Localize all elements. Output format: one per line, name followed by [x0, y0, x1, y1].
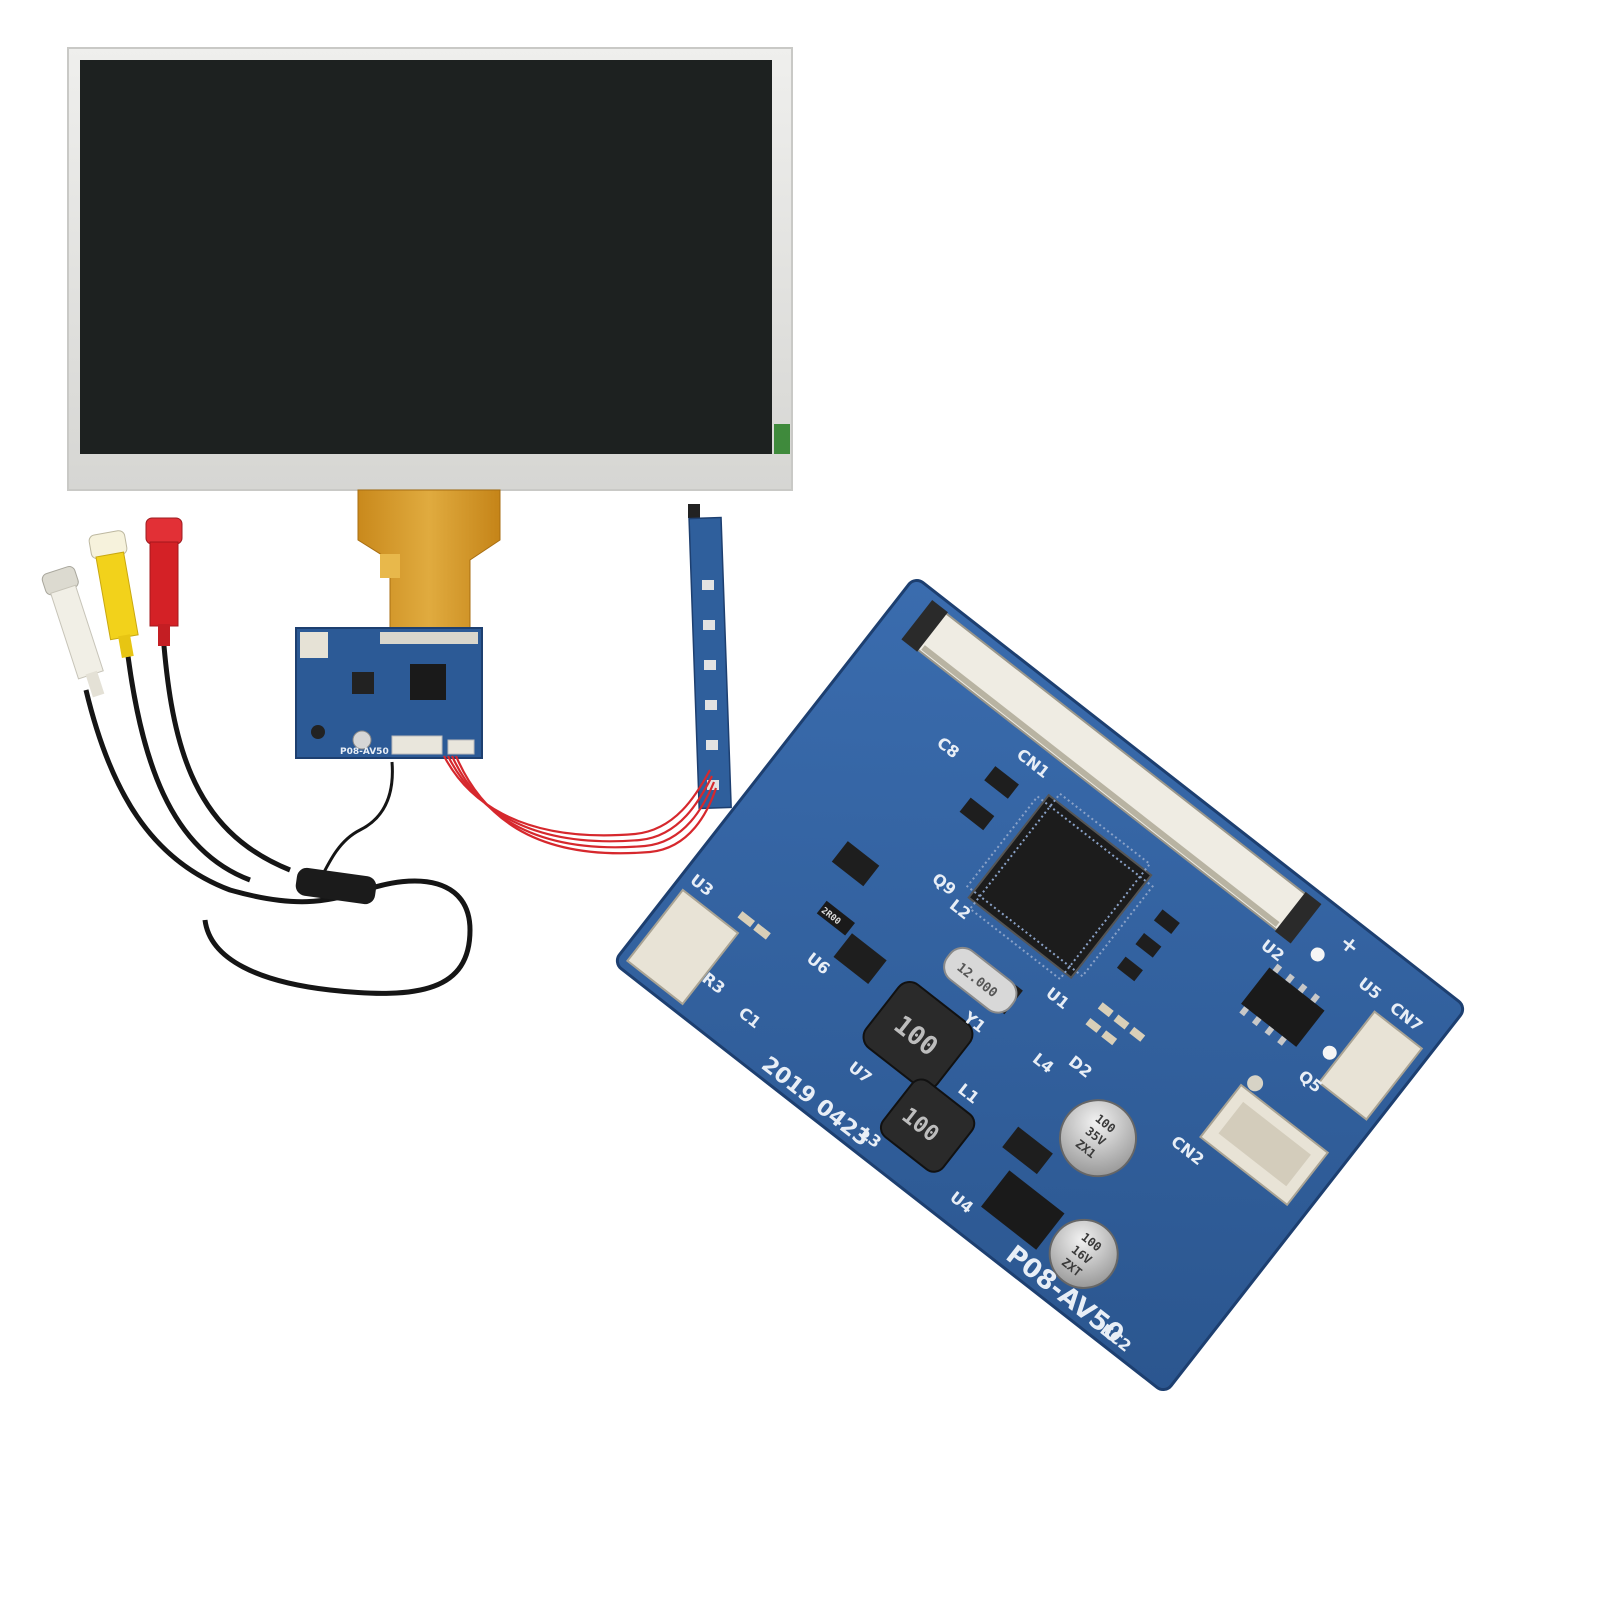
mount-hole	[1247, 1075, 1264, 1092]
crystal-y1	[943, 946, 1018, 1014]
small-driver-board: P08-AV50	[295, 627, 483, 759]
lcd-flex-cable	[357, 489, 501, 641]
capacitor-1	[1058, 1099, 1137, 1178]
lcd-side-tab	[774, 424, 790, 454]
small-board-model: P08-AV50	[340, 747, 389, 757]
inductor-1	[862, 981, 974, 1091]
lcd-panel	[67, 47, 793, 641]
cable-junction	[295, 867, 377, 905]
rca-yellow-plug	[88, 530, 139, 659]
cn7-connector	[1317, 1010, 1424, 1121]
pcb-board	[615, 578, 1465, 1392]
mount-hole	[1322, 1045, 1337, 1060]
mount-hole	[1310, 947, 1325, 962]
rca-cable-black	[83, 689, 473, 996]
rca-cable	[41, 517, 473, 996]
red-wire-harness	[443, 755, 718, 855]
lcd-screen	[80, 60, 772, 454]
inductor-2	[879, 1078, 976, 1173]
main-ic	[967, 793, 1153, 980]
u2-chip	[1241, 967, 1325, 1047]
flex-stiffener	[380, 554, 400, 578]
capacitor-2	[1048, 1218, 1119, 1289]
u4-chip	[981, 1170, 1065, 1250]
rca-red-plug	[145, 517, 183, 646]
resistor	[816, 900, 855, 936]
button-strip	[688, 504, 732, 810]
pcb-closeup: 12.000 100 2R00 CN1 C8 Q9 L2 Y1 U1 U2 U5	[615, 578, 1465, 1392]
rca-white-plug	[41, 566, 105, 698]
power-connector	[625, 888, 740, 1006]
